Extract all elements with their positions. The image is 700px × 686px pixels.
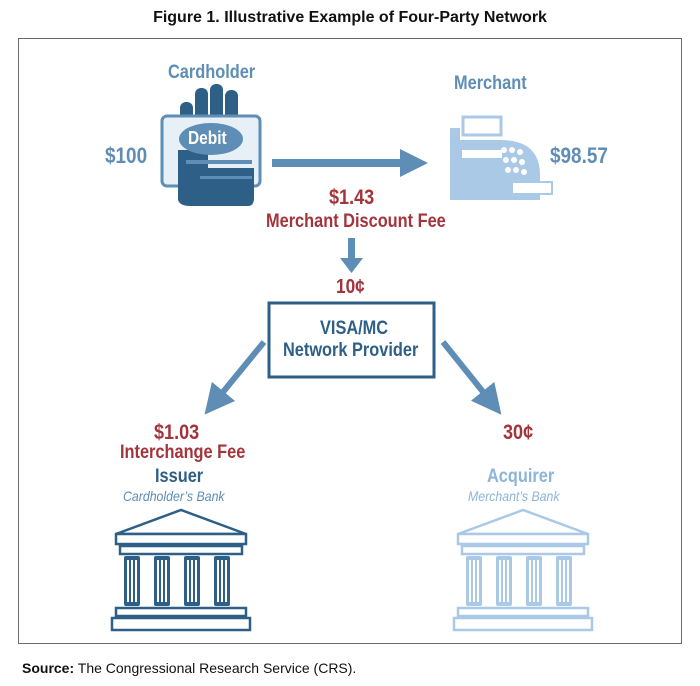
source-prefix: Source: (22, 660, 75, 676)
issuer-label: Issuer (155, 466, 204, 487)
source-text: The Congressional Research Service (CRS)… (74, 660, 357, 676)
figure-title: Figure 1. Illustrative Example of Four-P… (153, 9, 547, 26)
debit-badge (179, 123, 243, 155)
payment-arrow (272, 149, 428, 177)
bank-building-icon (110, 508, 252, 632)
cash-register-icon (450, 115, 553, 200)
interchange-fee-amount: $1.03 (154, 421, 200, 444)
source-note: Source: The Congressional Research Servi… (22, 660, 356, 676)
acquirer-label: Acquirer (487, 466, 555, 487)
network-line2: Network Provider (283, 340, 419, 361)
cardholder-amount: $100 (105, 143, 148, 168)
issuer-sublabel: Cardholder’s Bank (123, 488, 225, 504)
fee-down-arrow (340, 238, 363, 273)
merchant-label: Merchant (454, 73, 527, 94)
interchange-fee-label: Interchange Fee (120, 442, 246, 463)
discount-fee-label: Merchant Discount Fee (266, 211, 446, 232)
arrow-to-acquirer (440, 340, 502, 415)
discount-fee-amount: $1.43 (329, 186, 375, 209)
merchant-amount: $98.57 (550, 143, 608, 168)
figure-frame (18, 38, 682, 644)
arrow-to-issuer (204, 340, 267, 415)
cardholder-label: Cardholder (168, 62, 256, 83)
acquirer-fee: 30¢ (503, 421, 534, 444)
network-provider-box (267, 301, 436, 379)
network-fee: 10¢ (336, 276, 365, 298)
acquirer-sublabel: Merchant’s Bank (468, 488, 560, 504)
network-line1: VISA/MC (320, 318, 389, 339)
debit-card-text: Debit (188, 128, 227, 148)
bank-building-icon (452, 508, 594, 632)
